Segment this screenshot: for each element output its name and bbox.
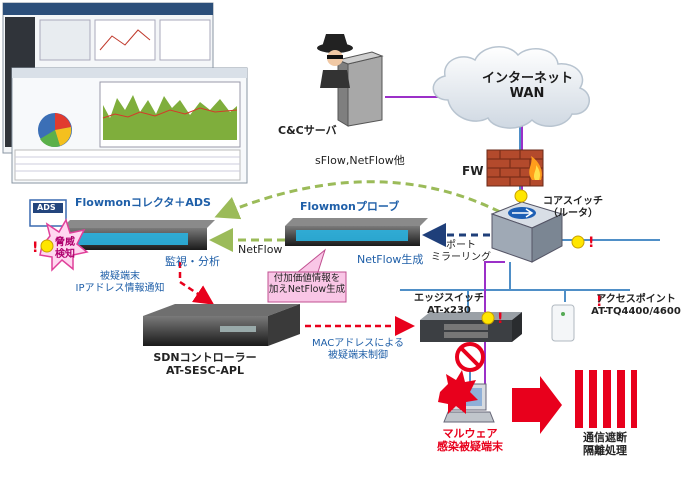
screenshot-pie-slice-b	[55, 127, 72, 146]
threat-label: 脅威 検知	[47, 237, 83, 260]
quarantine-bars-icon	[575, 370, 637, 428]
threat-line2: 検知	[55, 248, 75, 260]
big-red-arrow-icon	[512, 376, 562, 434]
screenshot-red-line	[102, 107, 238, 119]
ads-badge-bar	[33, 203, 63, 213]
rack-server-icon-collector	[62, 220, 215, 250]
blast-icon-pc	[438, 370, 478, 414]
core-switch-line1: コアスイッチ	[543, 196, 603, 207]
malware-label: マルウェア 感染被疑端末	[428, 427, 512, 453]
screenshot-titlebar	[3, 3, 213, 15]
suspect-label: 被疑端末 IPアドレス情報通知	[60, 271, 180, 294]
malware-line1: マルウェア	[442, 427, 498, 440]
sflow-arrow	[214, 180, 501, 220]
sdn-line1: SDNコントローラー	[153, 351, 257, 364]
block-line1: 通信遮断	[583, 431, 627, 444]
sdn-label: SDNコントローラー AT-SESC-APL	[145, 351, 265, 377]
sdn-appliance-icon	[143, 304, 300, 346]
block-label: 通信遮断 隔離処理	[565, 431, 645, 457]
cc-server-label: C&Cサーバ	[278, 124, 337, 137]
netflow-label: NetFlow	[238, 243, 283, 256]
ap-line1: アクセスポイント	[596, 294, 676, 305]
edge-switch-label: エッジスイッチ AT-x230	[408, 293, 490, 316]
notify-arrow	[178, 262, 215, 305]
sdn-line2: AT-SESC-APL	[166, 363, 244, 377]
screenshot-pie-slice-a	[55, 113, 71, 130]
core-switch-icon	[490, 201, 564, 263]
probe-callout	[267, 248, 347, 303]
alert-bulb-icon-fw	[514, 189, 528, 203]
svg-text:!: !	[588, 235, 594, 251]
screenshot-panel-a	[39, 19, 91, 61]
access-point-icon	[551, 304, 575, 342]
suspect-line2: IPアドレス情報通知	[75, 282, 165, 294]
mac-line1: MACアドレスによる	[312, 338, 404, 349]
sflow-label: sFlow,NetFlow他	[315, 154, 405, 167]
probe-note-line1: 付加価値情報を	[273, 273, 341, 284]
screenshot-panel-c	[159, 19, 211, 61]
suspect-line1: 被疑端末	[100, 271, 140, 282]
screenshot-panel-b	[94, 19, 156, 61]
blast-icon-collector	[39, 218, 89, 272]
internet-line1: インターネット	[482, 71, 574, 86]
edge-switch-icon	[420, 312, 522, 342]
svg-text:!: !	[32, 240, 38, 256]
core-switch-label: コアスイッチ （ルータ）	[533, 196, 613, 219]
svg-text:!: !	[497, 311, 503, 327]
core-switch-line2: （ルータ）	[548, 207, 598, 219]
ads-badge-text: ADS	[37, 203, 56, 212]
svg-text:!: !	[596, 294, 602, 310]
edge-switch-line2: AT-x230	[427, 304, 471, 316]
alert-bulb-icon-ap: !	[596, 294, 602, 310]
malware-line2: 感染被疑端末	[437, 439, 503, 453]
firewall-icon	[486, 149, 544, 187]
netflow-gen-label: NetFlow生成	[357, 253, 424, 266]
port-mirror-label: ポート ミラーリング	[430, 240, 492, 263]
monitor-label: 監視・分析	[165, 255, 220, 268]
threat-line1: 脅威	[55, 237, 75, 248]
ap-label: アクセスポイント AT-TQ4400/4600	[580, 294, 692, 317]
internet-label: インターネット WAN	[482, 71, 574, 102]
rack-server-icon-probe	[285, 218, 428, 246]
screenshot-line-a	[99, 29, 151, 51]
probe-note-label: 付加価値情報を 加えNetFlow生成	[268, 273, 346, 296]
prohibited-icon	[455, 342, 485, 372]
port-mirror-line1: ポート	[446, 240, 476, 251]
cloud-icon	[432, 46, 590, 129]
alert-bulb-icon-collector: !	[32, 239, 54, 256]
fw-label: FW	[462, 164, 484, 178]
alert-bulb-icon-edge: !	[481, 311, 503, 327]
screenshot-front-bar	[12, 68, 247, 78]
spy-server-icon	[317, 34, 384, 127]
screenshot-area	[103, 95, 237, 140]
screenshot-pie-slice-c	[40, 130, 60, 147]
mac-line2: 被疑端末制御	[328, 349, 388, 361]
probe-label: Flowmonプローブ	[300, 200, 400, 213]
port-mirror-line2: ミラーリング	[431, 251, 491, 263]
collector-label: Flowmonコレクタ＋ADS	[75, 196, 211, 209]
probe-note-line2: 加えNetFlow生成	[268, 283, 346, 295]
edge-switch-line1: エッジスイッチ	[414, 293, 484, 304]
screenshot-collage	[2, 2, 248, 184]
screenshot-table	[14, 149, 241, 181]
mac-label: MACアドレスによる 被疑端末制御	[310, 338, 406, 361]
internet-line2: WAN	[509, 85, 545, 101]
block-line2: 隔離処理	[583, 443, 627, 457]
ap-line2: AT-TQ4400/4600	[591, 305, 681, 317]
alert-bulb-icon-core: !	[571, 235, 594, 251]
